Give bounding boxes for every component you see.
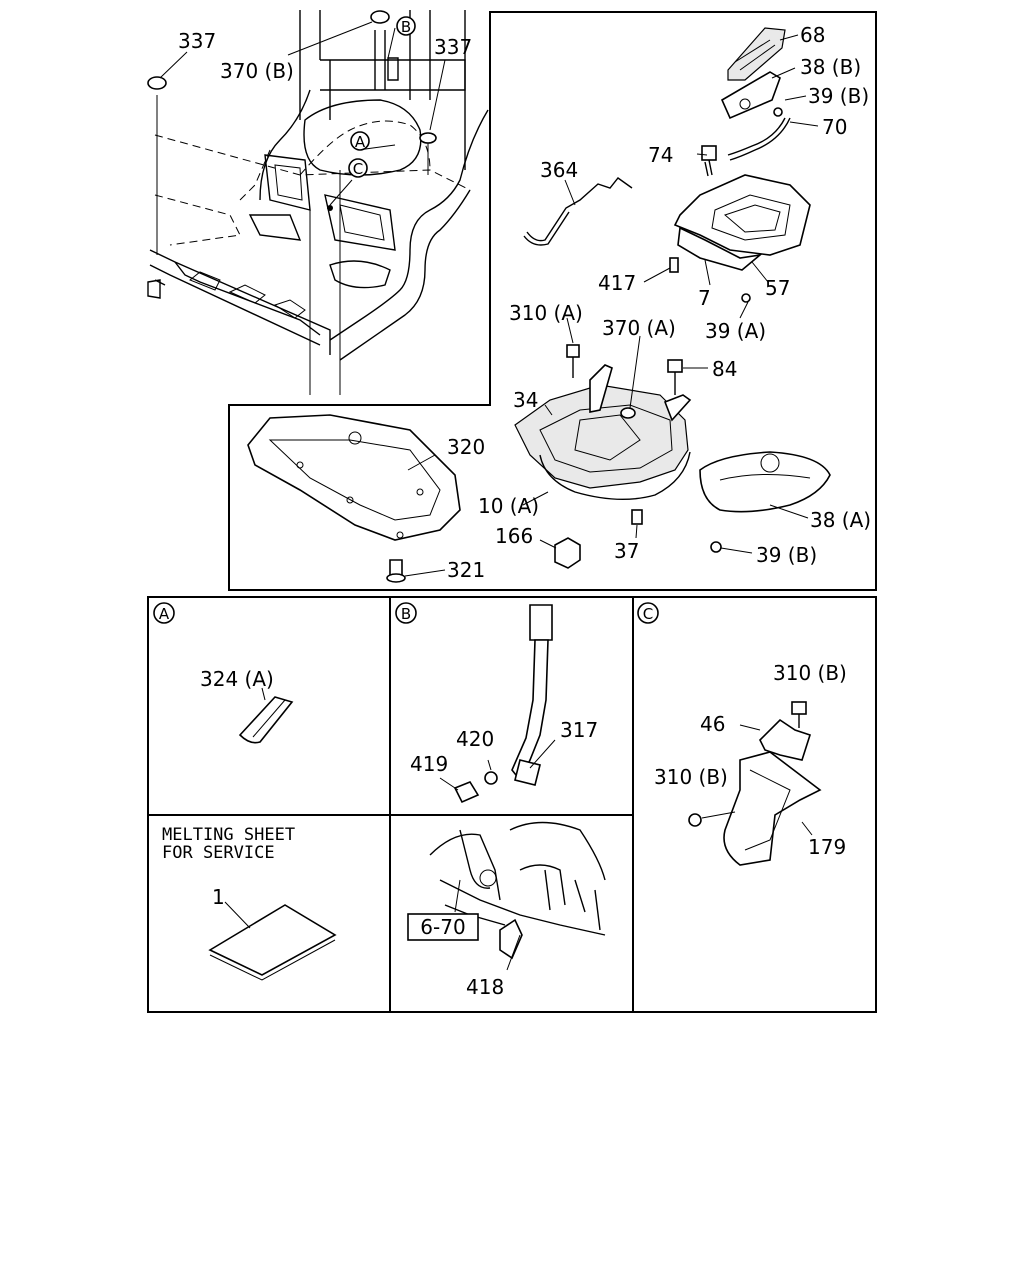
label-1: 1 bbox=[212, 885, 225, 909]
label-10a: 10 (A) bbox=[478, 494, 539, 518]
label-418: 418 bbox=[466, 975, 504, 999]
panel-b-marker: B bbox=[401, 605, 411, 623]
label-57: 57 bbox=[765, 276, 790, 300]
callout-b-marker: B bbox=[396, 16, 416, 36]
label-321: 321 bbox=[447, 558, 485, 582]
panel-c: C 310 (B) 46 310 (B) 179 bbox=[637, 602, 847, 866]
label-70: 70 bbox=[822, 115, 847, 139]
label-324a: 324 (A) bbox=[200, 667, 274, 691]
label-39b-bottom: 39 (B) bbox=[756, 543, 817, 567]
callout-c-marker: C bbox=[348, 158, 368, 178]
label-420: 420 bbox=[456, 727, 494, 751]
label-37: 37 bbox=[614, 539, 639, 563]
label-310b-top: 310 (B) bbox=[773, 661, 847, 685]
label-34: 34 bbox=[513, 388, 538, 412]
svg-text:B: B bbox=[401, 18, 411, 36]
label-39b-top: 39 (B) bbox=[808, 84, 869, 108]
callout-a-marker: A bbox=[350, 131, 370, 151]
label-317: 317 bbox=[560, 718, 598, 742]
panel-c-marker: C bbox=[643, 605, 653, 623]
svg-text:A: A bbox=[355, 133, 366, 151]
label-68: 68 bbox=[800, 23, 825, 47]
svg-text:C: C bbox=[353, 160, 363, 178]
melting-sheet-title-2: FOR SERVICE bbox=[162, 843, 275, 863]
label-320: 320 bbox=[447, 435, 485, 459]
tank-assembly: 68 38 (B) 39 (B) 70 74 364 417 7 57 39 (… bbox=[247, 23, 871, 583]
panel-a: A 324 (A) bbox=[153, 602, 294, 744]
label-337-right: 337 bbox=[434, 35, 472, 59]
label-310b-left: 310 (B) bbox=[654, 765, 728, 789]
melting-sheet-title-1: MELTING SHEET bbox=[162, 825, 295, 845]
panel-melting-sheet: MELTING SHEET FOR SERVICE 1 bbox=[162, 825, 337, 981]
panel-a-marker: A bbox=[159, 605, 170, 623]
ref-box-6-70: 6-70 bbox=[420, 915, 465, 939]
label-370b: 370 (B) bbox=[220, 59, 294, 83]
label-39a: 39 (A) bbox=[705, 319, 766, 343]
label-46: 46 bbox=[700, 712, 725, 736]
detail-panels bbox=[147, 596, 877, 1013]
label-84: 84 bbox=[712, 357, 737, 381]
label-310a: 310 (A) bbox=[509, 301, 583, 325]
label-419: 419 bbox=[410, 752, 448, 776]
panel-b: B 420 317 419 bbox=[395, 602, 598, 804]
label-337-left: 337 bbox=[178, 29, 216, 53]
label-38b: 38 (B) bbox=[800, 55, 861, 79]
vehicle-floor-overview: 337 370 (B) 337 A B C bbox=[147, 10, 489, 395]
label-74: 74 bbox=[648, 143, 673, 167]
label-370a: 370 (A) bbox=[602, 316, 676, 340]
label-38a: 38 (A) bbox=[810, 508, 871, 532]
label-7: 7 bbox=[698, 286, 711, 310]
panel-reference: 6-70 418 bbox=[407, 821, 606, 999]
assembly-frame bbox=[228, 11, 877, 591]
label-364: 364 bbox=[540, 158, 578, 182]
label-417: 417 bbox=[598, 271, 636, 295]
label-166: 166 bbox=[495, 524, 533, 548]
label-179: 179 bbox=[808, 835, 846, 859]
